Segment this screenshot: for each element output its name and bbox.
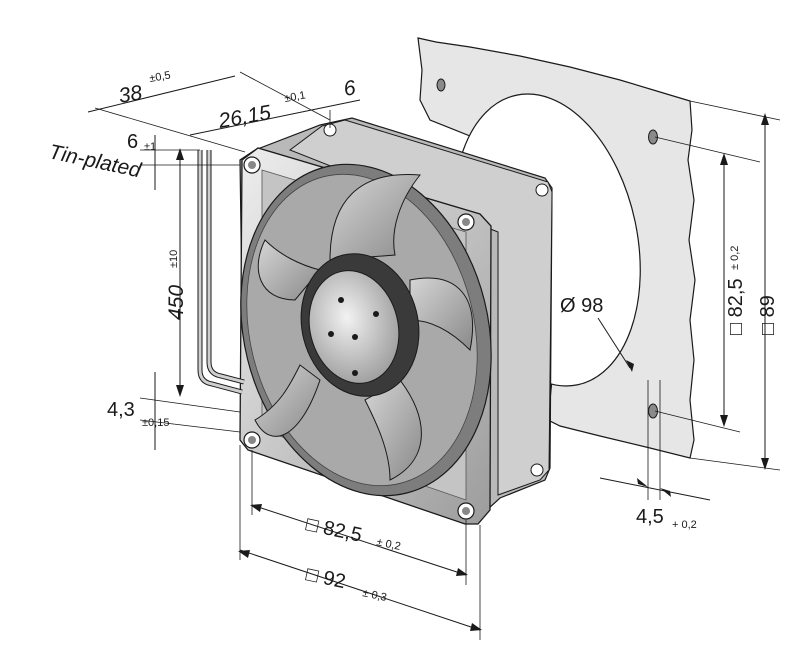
- hub-hole-3: [352, 334, 358, 340]
- back-hole-tr: [535, 183, 549, 197]
- hub-hole-4: [328, 331, 334, 337]
- mount-hole-tl-inner: [248, 161, 256, 169]
- fan-blades: [254, 173, 473, 481]
- panel-hole-tr: [648, 129, 658, 145]
- label-flange-offset-tol: ±0,1: [283, 89, 306, 105]
- dimension-labels: Tin-plated 38 ±0,5 26,15 ±0,1 6 6 ±1 450…: [47, 69, 779, 604]
- label-cutout-diameter: Ø 98: [560, 295, 603, 317]
- mount-hole-tr-inner: [462, 218, 470, 226]
- hub-hole-1: [338, 297, 344, 303]
- label-lead-length: 450: [165, 285, 188, 320]
- label-lead-offset: 6: [127, 131, 138, 153]
- label-depth-tol: ±0,5: [148, 69, 171, 85]
- panel-hole-br: [648, 403, 658, 419]
- blade-4: [254, 364, 321, 437]
- back-hole-br: [530, 463, 544, 477]
- label-hole-pitch-bottom-tol: ± 0,2: [375, 536, 401, 553]
- blade-3: [364, 379, 422, 481]
- label-flange-thickness: 6: [342, 76, 358, 101]
- label-depth: 38: [117, 81, 144, 108]
- fan-housing: [239, 117, 553, 525]
- label-size-tol: ± 0,3: [361, 587, 387, 604]
- label-lead-offset-tol: ±1: [144, 141, 156, 153]
- panel-hole-tl: [436, 78, 446, 92]
- label-panel-size: □ 89: [757, 295, 779, 335]
- hub-hole-2: [373, 311, 379, 317]
- label-panel-hole-dia: 4,5: [636, 506, 664, 528]
- hub-cap: [308, 270, 400, 384]
- dimension-lines: [87, 71, 781, 640]
- mount-hole-br-inner: [462, 507, 470, 515]
- blade-5: [257, 239, 321, 301]
- lead-wires: [197, 150, 245, 395]
- label-panel-hole-pitch-tol: ± 0,2: [729, 246, 741, 270]
- blade-1: [329, 173, 421, 261]
- label-hole-pitch-bottom: □ 82,5: [304, 513, 364, 546]
- hub-hole-5: [352, 370, 358, 376]
- label-size: □ 92: [304, 563, 348, 593]
- label-lead-length-tol: ±10: [168, 250, 180, 268]
- label-panel-hole-pitch: □ 82,5: [725, 278, 747, 335]
- label-hole-offset: 4,3: [107, 399, 135, 421]
- blade-2: [409, 277, 473, 352]
- label-flange-offset: 26,15: [216, 101, 273, 133]
- mount-hole-bl-inner: [248, 436, 256, 444]
- label-panel-hole-dia-tol: + 0,2: [672, 519, 697, 531]
- label-hole-offset-tol: ±0,15: [142, 417, 169, 429]
